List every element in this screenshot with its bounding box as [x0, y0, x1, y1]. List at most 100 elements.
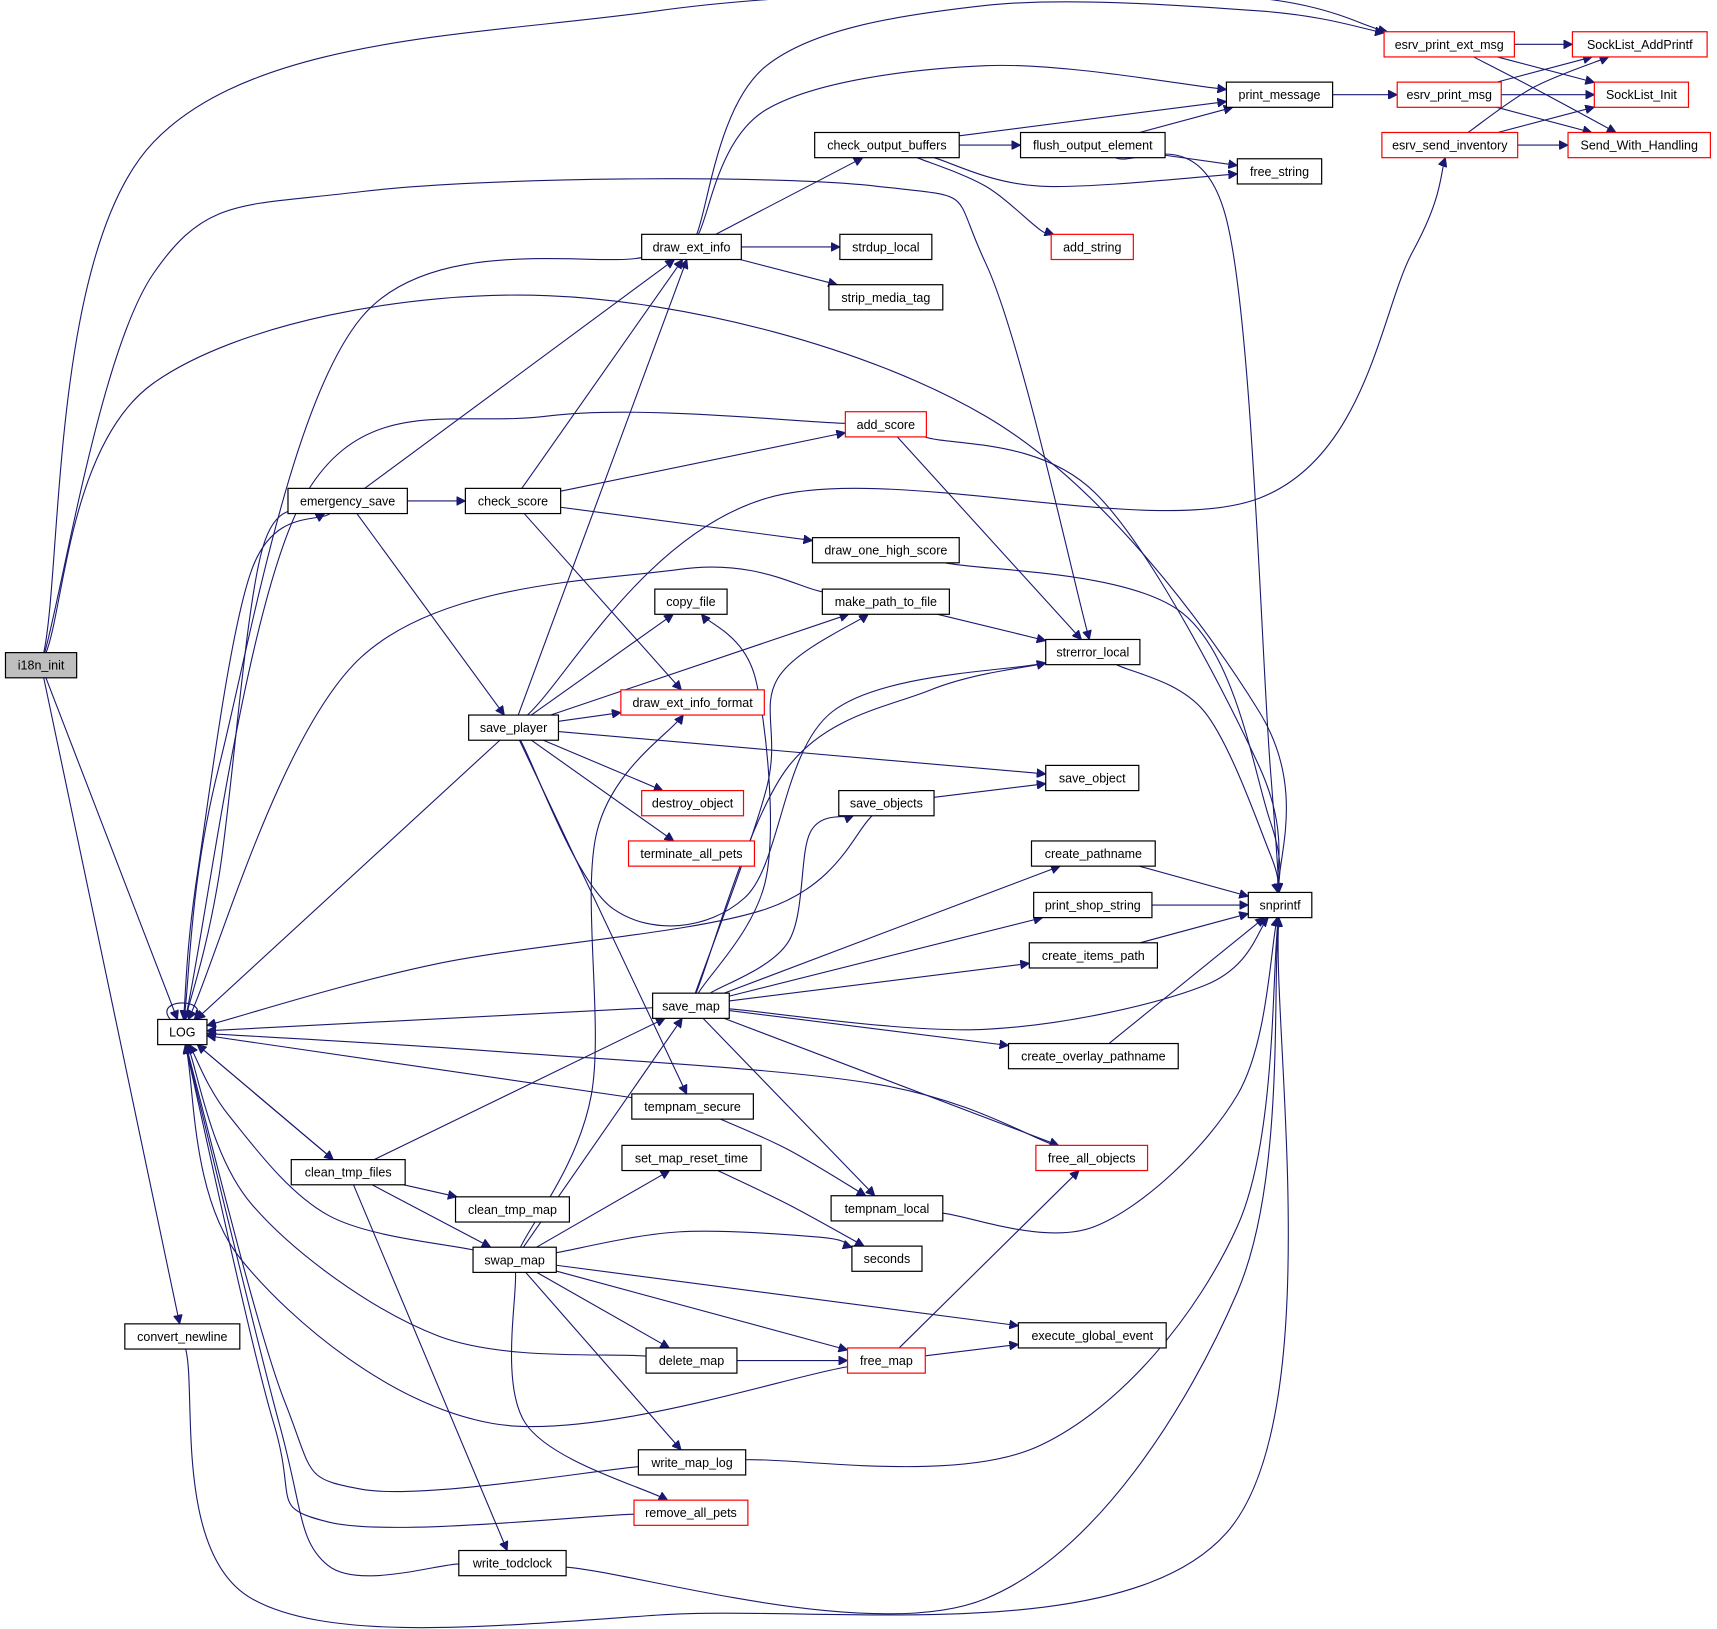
node-draw-one-high-score[interactable]: draw_one_high_score	[811, 537, 960, 564]
node-box	[1017, 1322, 1167, 1349]
edge-LOG-to-LOG	[166, 1002, 198, 1020]
node-box	[468, 714, 560, 741]
node-save-objects[interactable]: save_objects	[838, 789, 935, 817]
node-box	[620, 689, 765, 716]
node-label: delete_map	[659, 1354, 724, 1368]
node-label: clean_tmp_map	[468, 1203, 557, 1217]
edge-clean_tmp_files-to-clean_tmp_map	[403, 1184, 457, 1197]
edge-save_map-to-LOG	[207, 1007, 653, 1031]
node-free-map[interactable]: free_map	[846, 1347, 926, 1374]
node-i18n-init[interactable]: i18n_init	[4, 652, 78, 679]
node-snprintf[interactable]: snprintf	[1247, 891, 1313, 919]
node-convert-newline[interactable]: convert_newline	[124, 1323, 241, 1350]
node-free-all-objects[interactable]: free_all_objects	[1035, 1144, 1149, 1172]
node-draw-ext-info[interactable]: draw_ext_info	[641, 233, 742, 261]
node-esrv-print-ext-msg[interactable]: esrv_print_ext_msg	[1383, 31, 1515, 58]
node-swap-map[interactable]: swap_map	[472, 1246, 557, 1273]
node-delete-map[interactable]: delete_map	[645, 1347, 738, 1374]
edge-swap_map-to-execute_global_event	[556, 1264, 1018, 1325]
edges-layer	[43, 0, 1616, 1629]
node-tempnam-secure[interactable]: tempnam_secure	[631, 1093, 754, 1120]
node-check-score[interactable]: check_score	[464, 487, 562, 515]
node-destroy-object[interactable]: destroy_object	[641, 789, 745, 817]
node-create-overlay-pathname[interactable]: create_overlay_pathname	[1007, 1042, 1179, 1070]
edge-save_map-to-create_overlay_pathname	[729, 1010, 1008, 1046]
node-label: make_path_to_file	[835, 595, 937, 609]
node-flush-output-element[interactable]: flush_output_element	[1019, 131, 1166, 159]
node-box	[287, 487, 408, 515]
node-clean-tmp-map[interactable]: clean_tmp_map	[454, 1196, 570, 1223]
node-esrv-send-inventory[interactable]: esrv_send_inventory	[1381, 131, 1519, 159]
edge-save_objects-to-LOG	[207, 815, 873, 1026]
edge-draw_ext_info-to-check_output_buffers	[715, 157, 863, 235]
node-box	[631, 1093, 754, 1120]
node-create-items-path[interactable]: create_items_path	[1028, 942, 1159, 969]
edge-esrv_send_inventory-to-SockList_Init	[1497, 107, 1595, 134]
node-box	[637, 1449, 747, 1476]
edge-make_path_to_file-to-LOG	[188, 566, 823, 1019]
edge-save_map-to-tempnam_local	[702, 1017, 875, 1195]
node-box	[1019, 131, 1166, 159]
node-tempnam-local[interactable]: tempnam_local	[830, 1195, 944, 1222]
node-add-score[interactable]: add_score	[844, 411, 927, 438]
node-make-path-to-file[interactable]: make_path_to_file	[821, 588, 950, 615]
edge-swap_map-to-write_map_log	[525, 1272, 681, 1449]
node-seconds[interactable]: seconds	[851, 1245, 923, 1272]
node-socklist-addprintf[interactable]: SockList_AddPrintf	[1571, 31, 1708, 58]
edge-check_score-to-add_score	[560, 433, 846, 492]
node-set-map-reset-time[interactable]: set_map_reset_time	[621, 1144, 762, 1172]
node-save-player[interactable]: save_player	[468, 714, 560, 741]
node-box	[1045, 764, 1140, 792]
node-label: remove_all_pets	[645, 1506, 737, 1520]
node-strerror-local[interactable]: strerror_local	[1045, 638, 1141, 666]
node-label: add_score	[857, 418, 915, 432]
node-emergency-save[interactable]: emergency_save	[287, 487, 408, 515]
edge-clean_tmp_files-to-save_map	[373, 1018, 665, 1161]
edge-swap_map-to-draw_ext_info_format	[520, 715, 684, 1248]
edge-i18n_init-to-snprintf	[45, 294, 1287, 892]
node-label: save_map	[662, 999, 720, 1013]
node-save-map[interactable]: save_map	[652, 992, 730, 1019]
edge-check_score-to-draw_one_high_score	[560, 506, 813, 540]
edge-convert_newline-to-snprintf	[185, 918, 1289, 1629]
edge-esrv_send_inventory-to-SockList_AddPrintf	[1467, 57, 1609, 133]
node-free-string[interactable]: free_string	[1236, 158, 1323, 185]
node-esrv-print-msg[interactable]: esrv_print_msg	[1396, 81, 1502, 108]
node-write-map-log[interactable]: write_map_log	[637, 1449, 747, 1476]
node-create-pathname[interactable]: create_pathname	[1030, 840, 1156, 867]
node-save-object[interactable]: save_object	[1045, 764, 1140, 792]
edge-free_map-to-LOG	[186, 1045, 848, 1428]
node-label: write_map_log	[650, 1456, 732, 1470]
node-label: write_todclock	[472, 1557, 553, 1571]
node-label: free_string	[1250, 165, 1309, 179]
node-socklist-init[interactable]: SockList_Init	[1593, 81, 1690, 108]
node-label: strdup_local	[852, 240, 919, 254]
node-clean-tmp-files[interactable]: clean_tmp_files	[290, 1159, 406, 1186]
node-box	[641, 233, 742, 261]
node-box	[454, 1196, 570, 1223]
node-box	[1571, 31, 1708, 58]
node-add-string[interactable]: add_string	[1050, 233, 1134, 261]
edge-save_map-to-create_items_path	[729, 963, 1029, 1002]
node-send-with-handling[interactable]: Send_With_Handling	[1567, 131, 1711, 159]
node-copy-file[interactable]: copy_file	[654, 588, 728, 615]
node-check-output-buffers[interactable]: check_output_buffers	[814, 131, 960, 159]
node-write-todclock[interactable]: write_todclock	[458, 1549, 567, 1577]
node-terminate-all-pets[interactable]: terminate_all_pets	[627, 840, 756, 867]
node-strip-media-tag[interactable]: strip_media_tag	[828, 284, 944, 311]
edge-emergency_save-to-LOG	[184, 513, 331, 1020]
node-box	[124, 1323, 241, 1350]
node-label: i18n_init	[18, 659, 65, 673]
node-label: SockList_AddPrintf	[1587, 38, 1693, 52]
node-draw-ext-info-format[interactable]: draw_ext_info_format	[620, 689, 765, 716]
edge-swap_map-to-delete_map	[536, 1271, 670, 1348]
node-print-shop-string[interactable]: print_shop_string	[1033, 891, 1153, 919]
edge-draw_one_high_score-to-snprintf	[945, 562, 1280, 893]
node-remove-all-pets[interactable]: remove_all_pets	[633, 1499, 749, 1526]
node-log[interactable]: LOG	[157, 1018, 208, 1046]
node-execute-global-event[interactable]: execute_global_event	[1017, 1322, 1167, 1349]
edge-add_score-to-LOG	[185, 411, 846, 1019]
node-strdup-local[interactable]: strdup_local	[839, 233, 933, 261]
node-print-message[interactable]: print_message	[1225, 81, 1334, 108]
